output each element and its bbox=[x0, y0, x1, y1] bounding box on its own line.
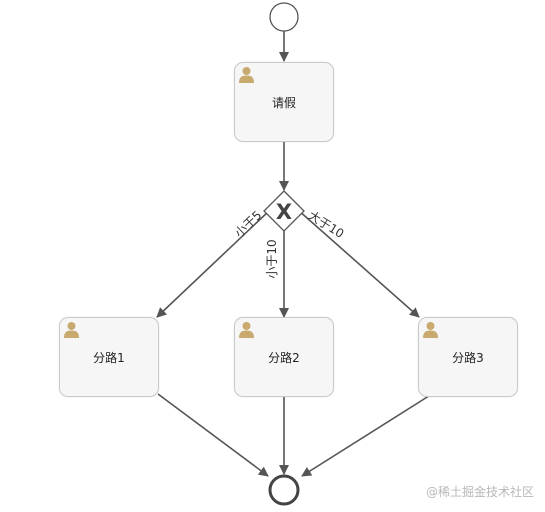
task-leave-request-label: 请假 bbox=[271, 95, 296, 110]
flow-branch1-to-end[interactable] bbox=[157, 393, 269, 477]
user-icon bbox=[64, 322, 79, 338]
flow-gateway-to-branch3[interactable] bbox=[297, 209, 420, 318]
flow-gateway-to-branch1[interactable] bbox=[156, 209, 271, 318]
flow-label-branch2: 小于10 bbox=[265, 239, 279, 278]
watermark: @稀土掘金技术社区 bbox=[425, 485, 534, 499]
user-icon bbox=[423, 322, 438, 338]
exclusive-gateway[interactable]: X bbox=[263, 190, 305, 232]
flow-label-branch1: 小于5 bbox=[232, 208, 264, 240]
flow-branch3-to-end[interactable] bbox=[301, 393, 433, 477]
user-icon bbox=[239, 67, 254, 83]
task-leave-request[interactable]: 请假 bbox=[234, 62, 334, 142]
end-event[interactable] bbox=[268, 474, 300, 506]
start-event[interactable] bbox=[269, 2, 299, 32]
flow-label-branch3: 大于10 bbox=[306, 208, 347, 241]
gateway-symbol: X bbox=[276, 200, 292, 224]
task-branch1[interactable]: 分路1 bbox=[59, 317, 159, 397]
user-icon bbox=[239, 322, 254, 338]
task-branch3-label: 分路3 bbox=[452, 350, 484, 365]
task-branch2-label: 分路2 bbox=[268, 350, 300, 365]
task-branch2[interactable]: 分路2 bbox=[234, 317, 334, 397]
task-branch3[interactable]: 分路3 bbox=[418, 317, 518, 397]
task-branch1-label: 分路1 bbox=[93, 350, 125, 365]
